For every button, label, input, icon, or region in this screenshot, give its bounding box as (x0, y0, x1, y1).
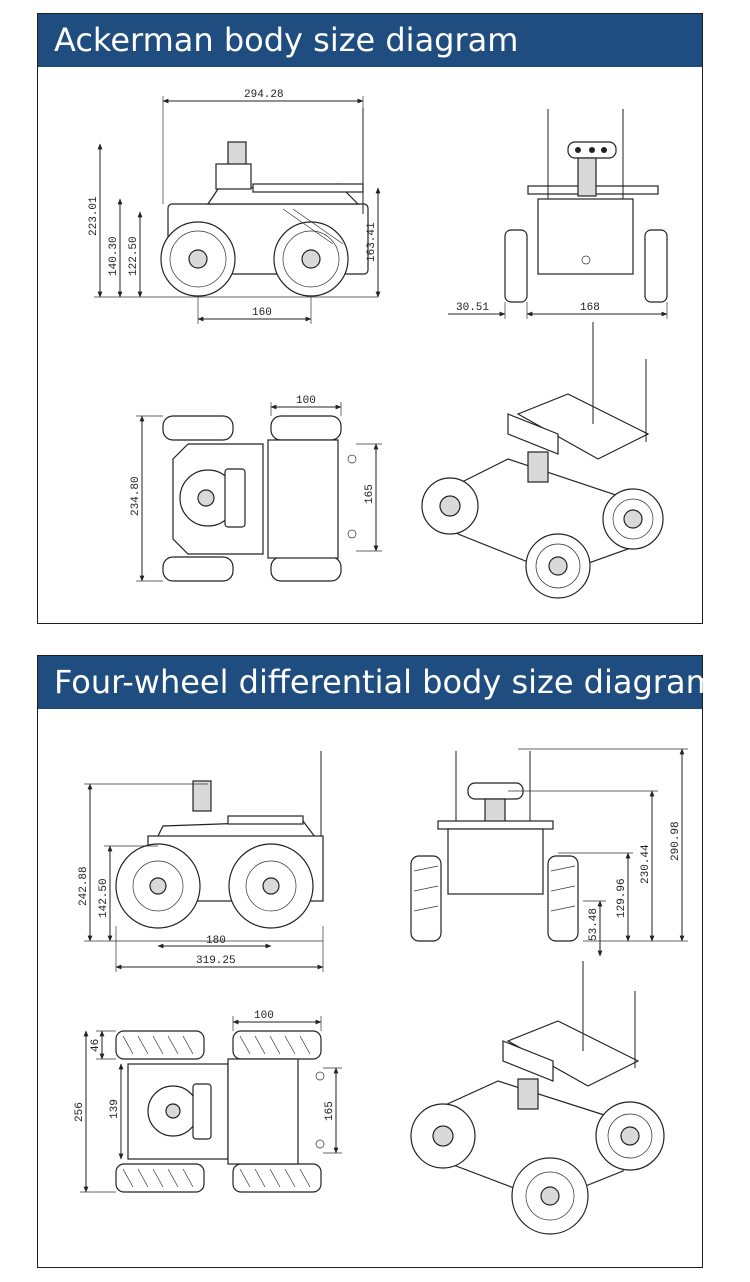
diff-dim-mount-spacing-label: 165 (324, 1101, 336, 1121)
differential-title: Four-wheel differential body size diagra… (38, 656, 717, 709)
dim-length-label: 294.28 (244, 89, 284, 101)
ackerman-top-view (162, 415, 357, 582)
dim-antenna-height-label: 163.41 (366, 222, 378, 262)
diff-dim-clearance-label: 53.48 (588, 908, 600, 941)
dim-track-label: 168 (580, 302, 600, 314)
dim-height-label: 223.01 (88, 196, 100, 236)
dim-deck-height-label: 122.50 (128, 236, 140, 276)
dim-wheel-offset-label: 30.51 (456, 302, 489, 314)
dim-mount-spacing-label: 165 (364, 484, 376, 504)
ackerman-drawings: 294.28 223.01 140.30 122.50 163.41 160 (88, 89, 668, 599)
diff-dim-wheel-width-label: 100 (254, 1010, 274, 1022)
ackerman-side-view (160, 108, 369, 297)
diff-dim-wheelbase-label: 180 (206, 935, 226, 947)
dim-width-label: 234.80 (130, 476, 142, 516)
diff-dim-tire-width-label: 46 (90, 1039, 102, 1052)
dim-wheel-width-label: 100 (296, 395, 316, 407)
ackerman-panel: Ackerman body size diagram 294.28 (37, 13, 703, 624)
diff-dim-width-label: 256 (74, 1102, 86, 1122)
diff-dim-length-label: 319.25 (196, 955, 236, 967)
diff-dim-body-width-label: 139 (109, 1099, 121, 1119)
differential-drawings: 242.88 142.50 180 319.25 290.98 230. (74, 748, 688, 1235)
differential-front-view (410, 751, 579, 942)
dim-axle-height-label: 140.30 (108, 236, 120, 276)
differential-panel: Four-wheel differential body size diagra… (37, 655, 717, 1268)
ackerman-front-view (504, 109, 668, 303)
diff-dim-total-height-label: 290.98 (670, 821, 682, 861)
diff-dim-lidar-height-label: 230.44 (640, 844, 652, 884)
differential-side-view (115, 751, 324, 929)
ackerman-title: Ackerman body size diagram (38, 14, 702, 67)
diff-dim-axle-height-label: 142.50 (98, 878, 110, 918)
dim-wheelbase-label: 160 (252, 307, 272, 319)
diff-dim-height-label: 242.88 (78, 866, 90, 906)
differential-top-view (115, 1030, 325, 1193)
diff-dim-deck-height-label: 129.96 (616, 878, 628, 918)
ackerman-iso-view (421, 322, 664, 599)
differential-iso-view (410, 961, 665, 1235)
